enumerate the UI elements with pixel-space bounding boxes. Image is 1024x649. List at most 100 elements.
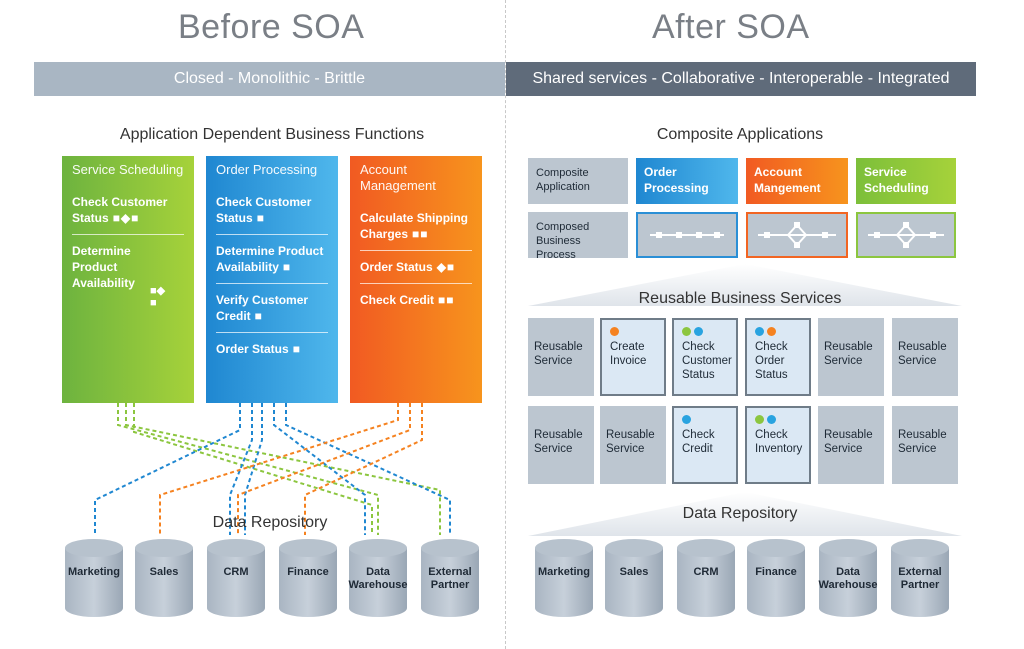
consumer-dot-icon: [767, 327, 776, 336]
consumer-dot-icon: [694, 327, 703, 336]
divider: [216, 283, 328, 284]
app-account-management: Account Management Calculate Shipping Ch…: [350, 156, 482, 403]
connection-lines: [94, 403, 451, 535]
function-marks: ■◆■: [150, 285, 166, 309]
branching-process-icon: [868, 222, 944, 248]
after-title: After SOA: [652, 8, 810, 46]
repository-label: Data Warehouse: [348, 566, 408, 591]
repository-label: Finance: [755, 566, 797, 578]
consumer-dots: [755, 326, 803, 338]
divider: [216, 332, 328, 333]
service-label: Reusable Service: [824, 429, 873, 455]
consumer-dot-icon: [682, 415, 691, 424]
reusable-service-tile: Reusable Service: [528, 406, 594, 484]
function-item: Check Customer Status■: [216, 195, 312, 225]
function-item: Order Status◆■: [360, 260, 456, 274]
reusable-service-tile: Reusable Service: [600, 406, 666, 484]
service-label: Check Inventory: [755, 429, 803, 455]
database-cylinder: Finance: [278, 538, 338, 617]
database-icon: [349, 539, 407, 617]
database-cylinder: Marketing: [64, 538, 124, 617]
function-item: Determine Product Availability: [72, 244, 135, 290]
consumer-dots: [682, 414, 730, 426]
app-title: Service Scheduling: [72, 162, 184, 177]
consumer-dot-icon: [755, 415, 764, 424]
process-flow-account-management: [746, 212, 848, 258]
repository-label: Marketing: [68, 566, 120, 578]
service-label: Reusable Service: [534, 429, 583, 455]
database-cylinder: Data Warehouse: [348, 538, 408, 617]
database-cylinder: Finance: [746, 538, 806, 617]
business-service-tile: Check Customer Status: [672, 318, 738, 396]
service-label: Reusable Service: [824, 341, 873, 367]
reusable-service-tile: Reusable Service: [818, 318, 884, 396]
database-cylinder: External Partner: [420, 538, 480, 617]
center-divider: [505, 0, 506, 649]
header-order-processing: Order Processing: [636, 158, 738, 204]
business-service-tile: Create Invoice: [600, 318, 666, 396]
database-icon: [535, 539, 593, 617]
function-item: Determine Product Availability■: [216, 244, 324, 274]
repository-label: Finance: [287, 566, 329, 578]
repository-label: Sales: [619, 566, 649, 578]
function-item: Check Credit■■: [360, 293, 455, 307]
repository-label: External Partner: [898, 566, 942, 591]
repository-label: Sales: [149, 566, 179, 578]
consumer-dots: [682, 326, 730, 338]
service-label: Reusable Service: [898, 341, 947, 367]
process-flow-order-processing: [636, 212, 738, 258]
repository-label: External Partner: [428, 566, 472, 591]
function-item: Check Customer Status■◆■: [72, 195, 168, 225]
consumer-dot-icon: [767, 415, 776, 424]
consumer-dots: [755, 414, 803, 426]
database-icon: [819, 539, 877, 617]
services-title: Reusable Business Services: [638, 290, 842, 307]
reusable-service-tile: Reusable Service: [528, 318, 594, 396]
database-icon: [421, 539, 479, 617]
linear-process-icon: [650, 232, 724, 238]
header-account-management: Account Mangement: [746, 158, 848, 204]
service-label: Check Order Status: [755, 341, 788, 381]
divider: [72, 234, 184, 235]
database-icon: [677, 539, 735, 617]
composite-application-label: Composite Application: [528, 158, 628, 204]
consumer-dot-icon: [682, 327, 691, 336]
database-icon: [65, 539, 123, 617]
app-service-scheduling: Service Scheduling Check Customer Status…: [62, 156, 194, 403]
consumer-dot-icon: [610, 327, 619, 336]
database-cylinder: Sales: [604, 538, 664, 617]
repository-label: CRM: [693, 566, 719, 578]
function-item: Order Status■: [216, 342, 301, 356]
function-item: Calculate Shipping Charges■■: [360, 211, 469, 241]
service-label: Reusable Service: [534, 341, 583, 367]
database-cylinder: External Partner: [890, 538, 950, 617]
app-order-processing: Order Processing Check Customer Status■ …: [206, 156, 338, 403]
service-label: Check Credit: [682, 429, 715, 455]
database-icon: [279, 539, 337, 617]
services-peak-backdrop: [528, 264, 962, 306]
database-icon: [605, 539, 663, 617]
header-service-scheduling: Service Scheduling: [856, 158, 956, 204]
database-icon: [747, 539, 805, 617]
service-label: Reusable Service: [606, 429, 655, 455]
database-cylinder: CRM: [206, 538, 266, 617]
database-icon: [207, 539, 265, 617]
database-cylinder: Marketing: [534, 538, 594, 617]
composed-business-process-label: Composed Business Process: [528, 212, 628, 261]
reusable-service-tile: Reusable Service: [892, 406, 958, 484]
divider: [360, 283, 472, 284]
after-section-title: Composite Applications: [656, 126, 824, 143]
consumer-dots: [610, 326, 658, 338]
divider: [360, 250, 472, 251]
divider: [216, 234, 328, 235]
reusable-service-tile: Reusable Service: [818, 406, 884, 484]
database-cylinder: CRM: [676, 538, 736, 617]
business-service-tile: Check Order Status: [745, 318, 811, 396]
repo-peak-backdrop: [528, 492, 962, 536]
service-label: Reusable Service: [898, 429, 947, 455]
business-service-tile: Check Credit: [672, 406, 738, 484]
before-repo-title: Data Repository: [212, 514, 328, 531]
after-band: Shared services - Collaborative - Intero…: [506, 62, 976, 96]
repository-label: Data Warehouse: [818, 566, 878, 591]
database-icon: [891, 539, 949, 617]
